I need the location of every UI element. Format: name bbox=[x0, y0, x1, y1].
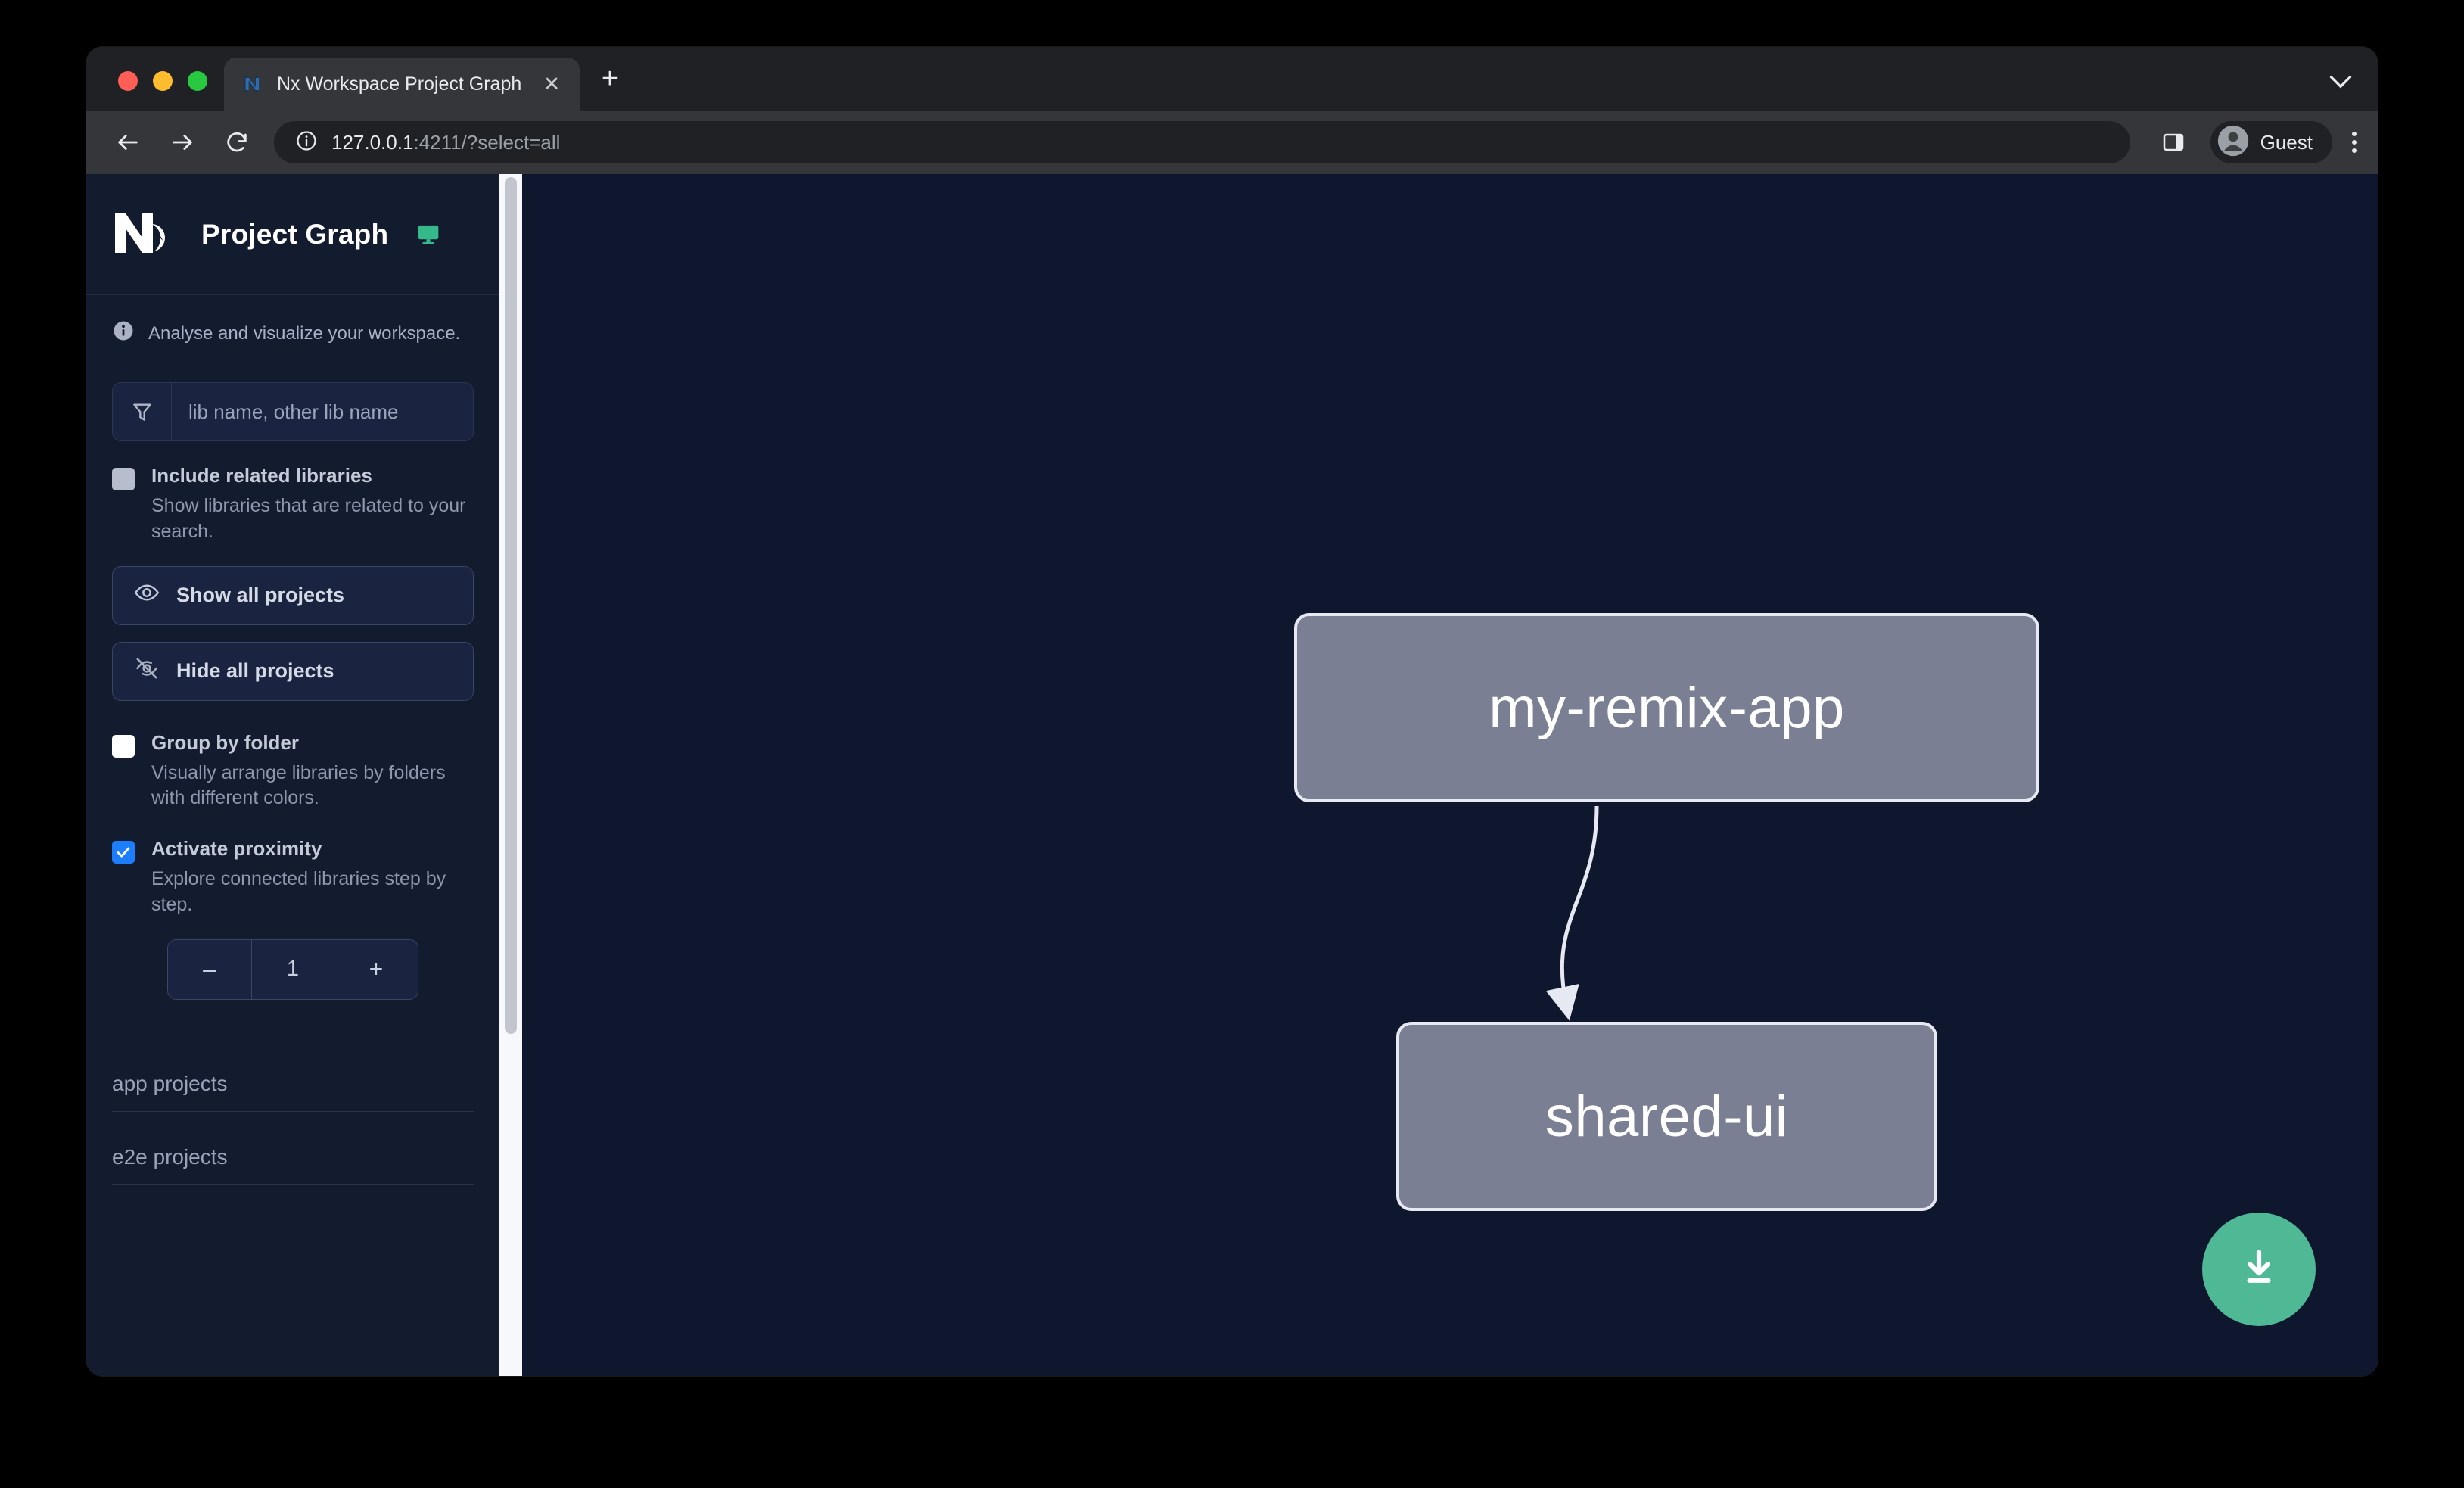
close-window-button[interactable] bbox=[118, 71, 138, 91]
hide-all-projects-button[interactable]: Hide all projects bbox=[112, 641, 474, 701]
sidebar-scrollbar-thumb[interactable] bbox=[505, 177, 517, 1034]
kebab-menu-icon[interactable] bbox=[2352, 132, 2357, 153]
back-arrow-icon[interactable] bbox=[110, 125, 145, 160]
url-path: :4211/?select=all bbox=[413, 130, 561, 154]
download-graph-button[interactable] bbox=[2202, 1213, 2316, 1326]
maximize-window-button[interactable] bbox=[188, 71, 207, 91]
proximity-stepper-wrap: – 1 + bbox=[86, 918, 499, 1000]
show-all-projects-label: Show all projects bbox=[176, 584, 345, 606]
section-e2e-projects[interactable]: e2e projects bbox=[112, 1145, 474, 1185]
address-bar[interactable]: 127.0.0.1:4211/?select=all bbox=[274, 121, 2130, 163]
edge-my-remix-app-to-shared-ui bbox=[1545, 805, 1599, 1021]
option-label: Include related libraries bbox=[151, 464, 372, 487]
section-app-projects[interactable]: app projects bbox=[112, 1072, 474, 1112]
checkbox-include-related-libraries[interactable] bbox=[112, 468, 135, 490]
forward-arrow-icon[interactable] bbox=[165, 125, 200, 160]
graph-node-shared-ui[interactable]: shared-ui bbox=[1396, 1022, 1937, 1211]
hide-all-projects-label: Hide all projects bbox=[176, 659, 334, 682]
show-all-projects-button[interactable]: Show all projects bbox=[112, 565, 474, 625]
proximity-value: 1 bbox=[251, 939, 334, 999]
search-input[interactable]: lib name, other lib name bbox=[112, 382, 474, 441]
option-include-related-libraries[interactable]: Include related libraries Show libraries… bbox=[86, 441, 499, 545]
browser-window: Nx Workspace Project Graph ✕ + 127.0.0.1… bbox=[86, 47, 2378, 1376]
nx-favicon-icon bbox=[242, 73, 265, 95]
proximity-stepper: – 1 + bbox=[167, 939, 418, 1000]
address-bar-url: 127.0.0.1:4211/?select=all bbox=[331, 131, 560, 154]
browser-toolbar: 127.0.0.1:4211/?select=all Guest bbox=[86, 111, 2378, 174]
sidebar-tagline-text: Analyse and visualize your workspace. bbox=[148, 322, 461, 344]
graph-node-label: shared-ui bbox=[1545, 1084, 1789, 1149]
sidebar-brand: Project Graph bbox=[86, 174, 499, 295]
tab-title: Nx Workspace Project Graph bbox=[277, 73, 522, 95]
option-description: Visually arrange libraries by folders wi… bbox=[151, 761, 446, 809]
new-tab-button[interactable]: + bbox=[601, 62, 619, 95]
reload-icon[interactable] bbox=[219, 125, 254, 160]
proximity-increment-button[interactable]: + bbox=[334, 939, 418, 999]
monitor-icon[interactable] bbox=[415, 222, 441, 247]
option-activate-proximity[interactable]: Activate proximity Explore connected lib… bbox=[86, 811, 499, 918]
account-avatar-icon bbox=[2217, 124, 2250, 161]
profile-name: Guest bbox=[2260, 130, 2313, 154]
side-panel-icon[interactable] bbox=[2156, 125, 2191, 160]
option-label: Group by folder bbox=[151, 730, 299, 754]
checkbox-activate-proximity[interactable] bbox=[112, 841, 135, 864]
browser-tab[interactable]: Nx Workspace Project Graph ✕ bbox=[224, 58, 580, 111]
option-description: Explore connected libraries step by step… bbox=[151, 868, 446, 915]
funnel-filter-icon bbox=[113, 383, 172, 440]
page-title: Project Graph bbox=[201, 218, 389, 250]
sidebar-scrollbar[interactable] bbox=[499, 174, 522, 1376]
app-body: Project Graph Analyse and visualize your… bbox=[86, 174, 2378, 1376]
search-input-placeholder: lib name, other lib name bbox=[188, 400, 399, 423]
filter-section: lib name, other lib name bbox=[86, 370, 499, 441]
tab-strip: Nx Workspace Project Graph ✕ + bbox=[86, 47, 2378, 111]
proximity-decrement-button[interactable]: – bbox=[168, 939, 251, 999]
sidebar-tagline: Analyse and visualize your workspace. bbox=[86, 295, 499, 370]
project-graph-canvas[interactable]: my-remix-app shared-ui bbox=[522, 174, 2378, 1376]
window-traffic-lights bbox=[86, 71, 207, 111]
profile-chip[interactable]: Guest bbox=[2210, 121, 2332, 163]
chevron-down-icon[interactable] bbox=[2329, 70, 2352, 94]
checkbox-group-by-folder[interactable] bbox=[112, 734, 135, 758]
graph-node-my-remix-app[interactable]: my-remix-app bbox=[1294, 613, 2039, 802]
url-host: 127.0.0.1 bbox=[331, 130, 414, 154]
option-description: Show libraries that are related to your … bbox=[151, 495, 466, 542]
option-label: Activate proximity bbox=[151, 837, 322, 860]
option-group-by-folder[interactable]: Group by folder Visually arrange librari… bbox=[86, 701, 499, 812]
graph-node-label: my-remix-app bbox=[1489, 675, 1845, 740]
site-info-icon[interactable] bbox=[295, 129, 318, 156]
sidebar: Project Graph Analyse and visualize your… bbox=[86, 174, 499, 1376]
graph-edges bbox=[1545, 805, 1599, 1021]
minimize-window-button[interactable] bbox=[153, 71, 173, 91]
info-icon bbox=[112, 319, 135, 347]
download-icon bbox=[2235, 1244, 2282, 1295]
close-icon[interactable]: ✕ bbox=[543, 72, 561, 95]
visibility-buttons: Show all projects Hide all projects bbox=[86, 545, 499, 701]
nx-logo-icon bbox=[112, 209, 179, 260]
eye-slash-icon bbox=[134, 655, 160, 686]
eye-icon bbox=[134, 580, 160, 611]
